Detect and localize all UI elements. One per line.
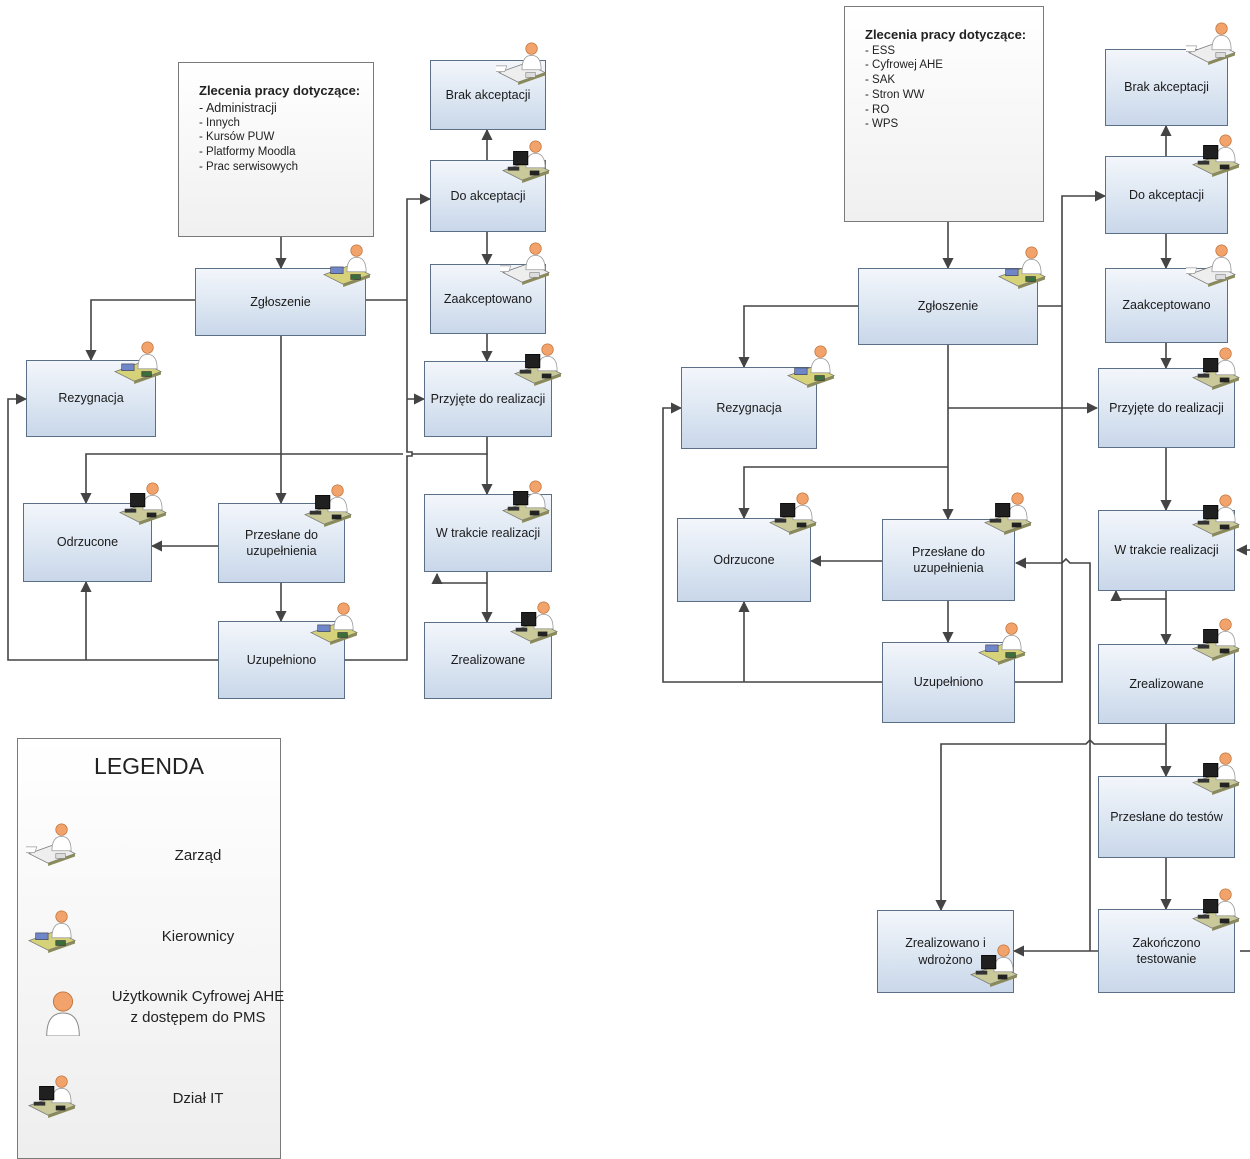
legend-label-dzial-it: Dział IT [172, 1090, 224, 1107]
left-note-item: - Prac serwisowych [199, 160, 299, 173]
legend-title: LEGENDA [94, 753, 204, 779]
right-note-item: - WPS [865, 118, 899, 131]
right-note-item: - Cyfrowej AHE [865, 59, 943, 72]
left-box-zaakceptowano: Zaakceptowano [430, 264, 546, 334]
manager-desk-icon [786, 345, 835, 389]
management-desk-icon [26, 823, 76, 867]
right-note-item: - SAK [865, 74, 896, 87]
left-box-w-trakcie: W trakcie realizacji [424, 494, 552, 572]
manager-desk-icon [27, 910, 76, 954]
manager-desk-icon [322, 244, 371, 288]
it-department-computer-icon [1191, 752, 1240, 796]
left-box-brak-akceptacji: Brak akceptacji [430, 60, 546, 130]
manager-desk-icon [977, 622, 1026, 666]
left-note-item: - Innych [199, 116, 240, 129]
left-note-title: Zlecenia pracy dotyczące: [199, 83, 361, 98]
management-desk-icon [496, 42, 546, 86]
right-box-w-trakcie: W trakcie realizacji [1098, 510, 1235, 591]
left-note-item: - Administracji [199, 100, 277, 115]
it-department-computer-icon [1191, 494, 1240, 538]
it-department-computer-icon [509, 601, 558, 645]
it-department-computer-icon [1191, 618, 1240, 662]
right-box-rezygnacja: Rezygnacja [681, 367, 817, 449]
it-department-computer-icon [1191, 888, 1240, 932]
right-note-item: - RO [865, 103, 890, 116]
right-box-wdrozono: Zrealizowano i wdrożono [877, 910, 1014, 993]
management-desk-icon [500, 242, 550, 286]
it-department-computer-icon [303, 484, 352, 528]
left-note-item: - Kursów PUW [199, 131, 275, 144]
legend-label-uzytkownik: Użytkownik Cyfrowej AHE z dostępem do PM… [111, 988, 285, 1026]
it-department-computer-icon [501, 140, 550, 184]
manager-desk-icon [309, 602, 358, 646]
it-department-computer-icon [1191, 134, 1240, 178]
it-department-computer-icon [27, 1075, 76, 1119]
management-desk-icon [1186, 22, 1236, 66]
it-department-computer-icon [501, 480, 550, 524]
left-box-rezygnacja: Rezygnacja [26, 360, 156, 437]
legend-label-zarzad: Zarząd [174, 847, 222, 864]
right-note-title: Zlecenia pracy dotyczące: [865, 27, 1027, 42]
user-icon [46, 991, 80, 1036]
right-box-przeslane: Przesłane do uzupełnienia [882, 519, 1015, 601]
left-box-przeslane: Przesłane do uzupełnienia [218, 503, 345, 583]
right-note-item: - Stron WW [865, 88, 925, 101]
right-note-item: - ESS [865, 44, 896, 57]
left-box-zgloszenie: Zgłoszenie [195, 268, 366, 336]
legend-label-kierownicy: Kierownicy [161, 928, 235, 945]
left-box-przyjete: Przyjęte do realizacji [424, 361, 552, 437]
right-box-zaakceptowano: Zaakceptowano [1105, 268, 1228, 343]
it-department-computer-icon [1191, 347, 1240, 391]
left-note-item: - Platformy Moodla [199, 146, 296, 159]
manager-desk-icon [997, 246, 1046, 290]
manager-desk-icon [113, 341, 162, 385]
left-work-orders-note: Zlecenia pracy dotyczące: - Administracj… [178, 62, 374, 237]
management-desk-icon [1186, 244, 1236, 288]
it-department-computer-icon [118, 482, 167, 526]
right-work-orders-note: Zlecenia pracy dotyczące: - ESS - Cyfrow… [844, 6, 1044, 222]
it-department-computer-icon [969, 944, 1018, 988]
it-department-computer-icon [768, 492, 817, 536]
it-department-computer-icon [513, 343, 562, 387]
it-department-computer-icon [983, 492, 1032, 536]
